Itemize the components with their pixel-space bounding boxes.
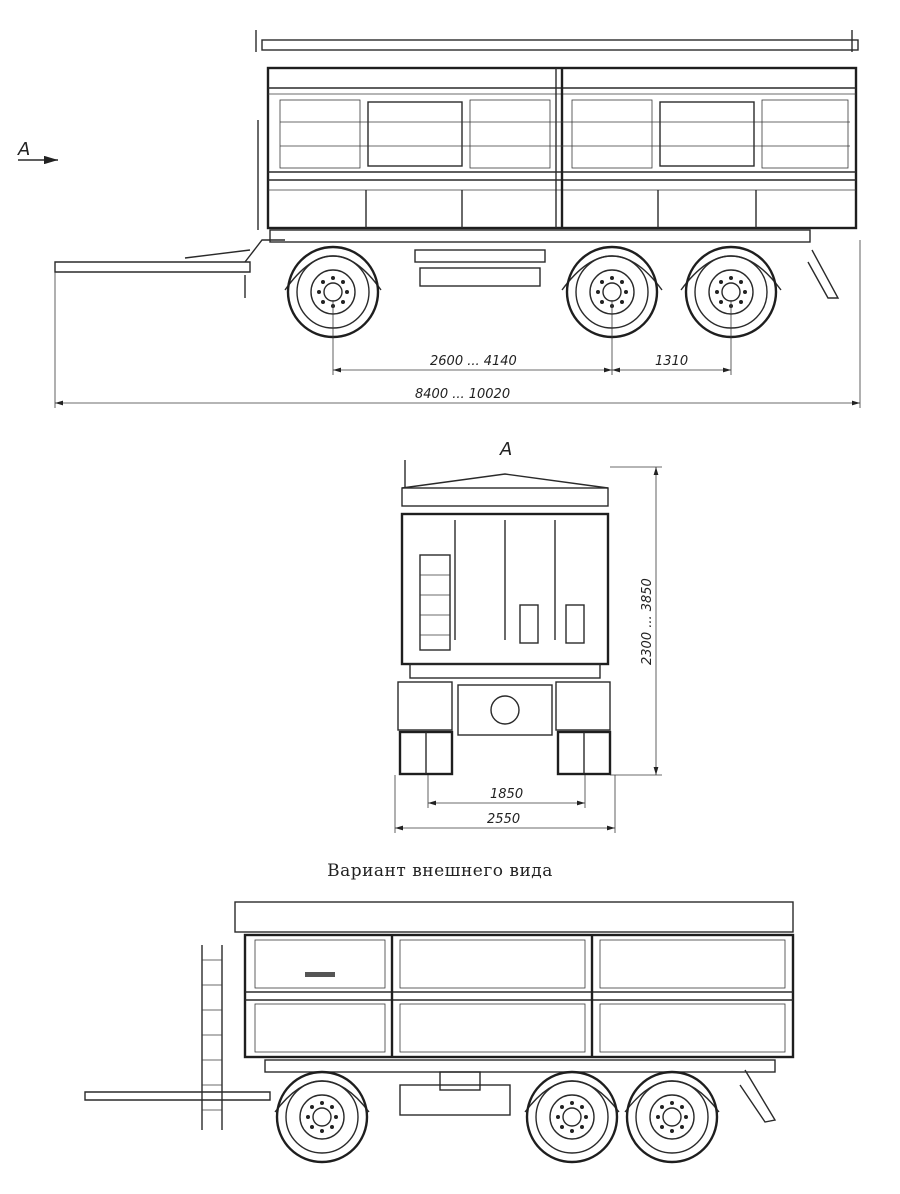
variant-body: [234, 901, 795, 1059]
rear-body: [400, 460, 610, 679]
dim-track: 1850: [490, 787, 523, 802]
view-arrow-a: A: [17, 139, 58, 165]
rear-dimensions: 2300 ... 3850 1850 2550: [394, 466, 662, 833]
logo-mark: [305, 972, 335, 977]
side-body: [255, 30, 859, 230]
variant-ladder: [201, 945, 223, 1130]
rear-view: A 2300 ... 3850: [394, 439, 662, 833]
dim-overall-length: 8400 ... 10020: [415, 387, 510, 402]
dim-height: 2300 ... 3850: [640, 578, 655, 665]
view-marker-label: A: [17, 139, 30, 160]
rear-view-title: A: [499, 439, 512, 460]
variant-view: Вариант внешнего вида: [84, 861, 795, 1164]
variant-chassis: [84, 1059, 777, 1123]
dim-wheelbase: 2600 ... 4140: [430, 354, 517, 369]
variant-caption: Вариант внешнего вида: [327, 861, 553, 881]
rear-chassis: [397, 681, 612, 776]
dim-width: 2550: [487, 812, 520, 827]
side-view: A: [17, 30, 861, 408]
side-chassis: [54, 229, 840, 299]
side-wheels: [286, 245, 778, 339]
side-dimensions: 2600 ... 4140 1310 8400 ... 10020: [54, 240, 861, 408]
dim-axle-spacing: 1310: [655, 354, 688, 369]
